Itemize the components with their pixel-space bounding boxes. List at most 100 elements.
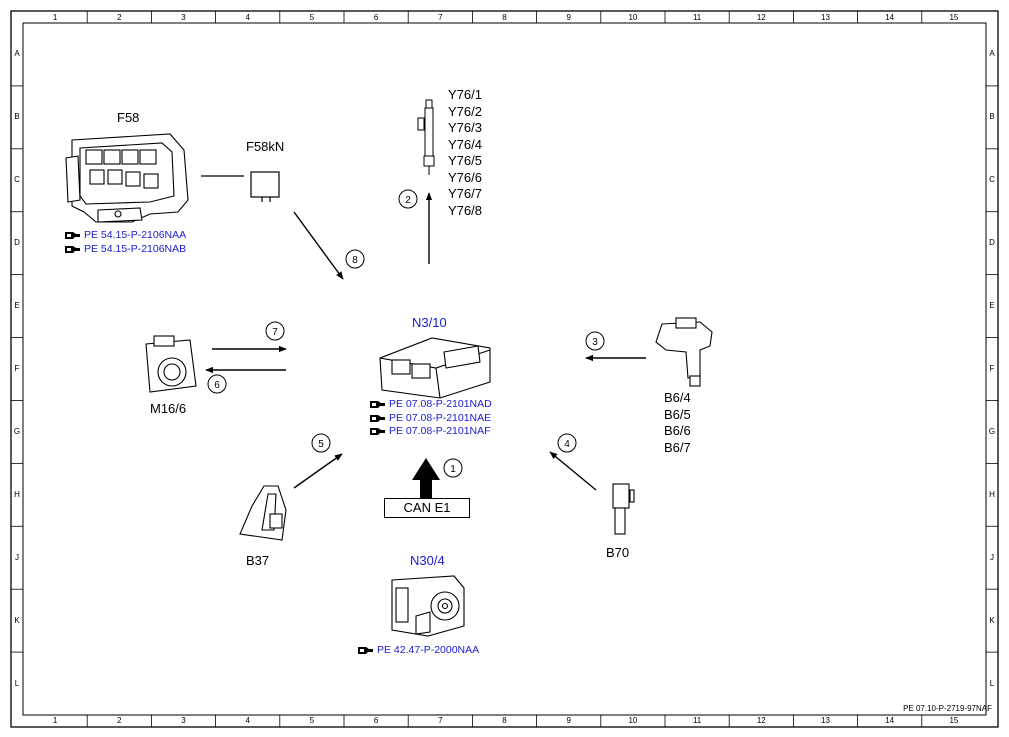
grid-row-letter: K	[989, 615, 995, 625]
ref-text: PE 07.08-P-2101NAD	[389, 398, 492, 410]
ref-link[interactable]: PE 07.08-P-2101NAF	[369, 425, 492, 439]
y76-label: Y76/2	[448, 103, 482, 119]
svg-text:2: 2	[405, 195, 411, 206]
grid-row-letter: E	[14, 301, 20, 311]
b6-label: B6/7	[664, 439, 691, 455]
grid-row-letter: B	[989, 112, 995, 122]
y76-label-list: Y76/1 Y76/2 Y76/3 Y76/4 Y76/5 Y76/6 Y76/…	[448, 87, 482, 219]
grid-row-letter: G	[13, 426, 21, 436]
grid-row-letter: C	[14, 175, 20, 185]
ref-link[interactable]: PE 07.08-P-2101NAD	[369, 398, 492, 412]
grid-row-letter: G	[988, 426, 996, 436]
signal-circle-1: 1	[443, 458, 463, 478]
grid-row-letter: D	[989, 238, 995, 248]
grid-row-letter: C	[989, 175, 995, 185]
grid-column-number: 7	[438, 716, 443, 725]
manual-ref-icon	[370, 401, 385, 409]
y76-label: Y76/5	[448, 153, 482, 168]
grid-row-letter: A	[989, 49, 995, 59]
grid-column-number: 2	[117, 13, 122, 22]
signal-circle-5: 5	[311, 433, 331, 453]
svg-text:6: 6	[214, 380, 220, 391]
signal-circle-3: 3	[585, 331, 605, 351]
svg-text:4: 4	[564, 439, 570, 450]
grid-row-letter: A	[14, 49, 20, 59]
ref-link[interactable]: PE 54.15-P-2106NAA	[64, 229, 186, 243]
grid-column-number: 15	[949, 716, 959, 725]
manual-ref-icon	[65, 232, 80, 240]
signal-1-big-arrow	[412, 458, 440, 499]
grid-row-letter: J	[15, 552, 19, 562]
ref-link[interactable]: PE 42.47-P-2000NAA	[357, 644, 479, 658]
grid-row-letter: E	[989, 301, 995, 311]
grid-column-number: 4	[245, 716, 250, 725]
manual-ref-icon	[370, 414, 385, 422]
grid-ticks	[11, 11, 998, 727]
grid-row-letter: B	[14, 112, 20, 122]
grid-column-number: 1	[52, 13, 58, 22]
grid-row-letter: J	[990, 552, 994, 562]
grid-column-number: 8	[502, 716, 507, 725]
grid-row-letter: L	[989, 678, 995, 688]
grid-column-number: 13	[821, 716, 830, 725]
inner-frame	[22, 22, 987, 716]
m16-6-throttle-image	[145, 335, 197, 393]
n30-4-label: N30/4	[410, 553, 445, 568]
b6-label: B6/5	[664, 406, 691, 422]
ref-text: PE 42.47-P-2000NAA	[377, 644, 480, 656]
signal-8-arrow	[293, 211, 344, 280]
manual-ref-icon	[358, 647, 373, 655]
grid-column-number: 10	[628, 13, 638, 22]
y76-label: Y76/6	[448, 169, 482, 185]
manual-ref-icon	[370, 428, 385, 436]
y76-injector-image	[417, 99, 435, 175]
grid-column-number: 11	[692, 716, 702, 725]
n3-10-label: N3/10	[412, 315, 447, 330]
grid-column-number: 12	[756, 13, 766, 22]
signal-5-arrow	[293, 453, 343, 489]
grid-column-number: 12	[756, 716, 766, 725]
grid-column-number: 11	[692, 13, 702, 22]
can-e1-label: CAN E1	[384, 498, 470, 518]
signal-circle-6: 6	[207, 374, 227, 394]
f58-ref-list: PE 54.15-P-2106NAA PE 54.15-P-2106NAB	[64, 229, 186, 256]
n30-4-ref-list: PE 42.47-P-2000NAA	[357, 644, 479, 658]
f58kn-relay-image	[250, 171, 280, 202]
grid-row-letter: F	[989, 364, 995, 373]
ref-link[interactable]: PE 07.08-P-2101NAE	[369, 412, 492, 426]
b6-camshaft-sensor-image	[655, 317, 713, 387]
f58kn-label: F58kN	[246, 139, 285, 154]
grid-column-number: 15	[949, 13, 959, 22]
n3-10-ecu-image	[379, 337, 491, 399]
signal-4-arrow	[549, 451, 597, 491]
grid-row-letter: H	[14, 489, 20, 499]
grid-column-number: 6	[373, 13, 379, 22]
grid-row-letter: D	[14, 238, 20, 248]
signal-circle-4: 4	[557, 433, 577, 453]
grid-column-number: 3	[181, 716, 186, 725]
grid-column-number: 5	[309, 716, 315, 725]
grid-column-number: 5	[309, 13, 315, 22]
f58-fuse-box-image	[65, 133, 189, 223]
n30-4-esp-module-image	[391, 575, 465, 637]
y76-label: Y76/7	[448, 186, 482, 201]
grid-column-number: 1	[52, 716, 58, 725]
b37-pedal-sensor-image	[239, 485, 287, 541]
grid-column-number: 8	[502, 13, 507, 22]
ref-text: PE 54.15-P-2106NAA	[84, 229, 187, 241]
grid-column-number: 9	[566, 13, 571, 22]
b6-label: B6/6	[664, 423, 691, 438]
y76-label: Y76/1	[448, 87, 482, 102]
ref-link[interactable]: PE 54.15-P-2106NAB	[64, 243, 186, 257]
ref-text: PE 54.15-P-2106NAB	[84, 242, 187, 255]
grid-column-number: 14	[885, 716, 895, 725]
b37-label: B37	[246, 553, 270, 568]
y76-label: Y76/4	[448, 136, 482, 152]
grid-row-letter: K	[14, 615, 20, 625]
y76-label: Y76/3	[448, 120, 482, 135]
grid-column-number: 3	[181, 13, 186, 22]
signal-circle-2: 2	[398, 189, 418, 209]
grid-column-number: 4	[245, 13, 250, 22]
svg-text:5: 5	[318, 439, 324, 450]
